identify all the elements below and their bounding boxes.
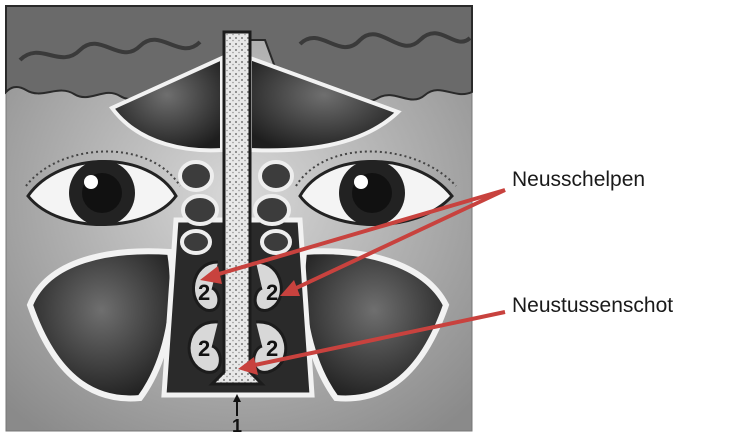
turbinate-number-left-middle: 2: [198, 280, 210, 305]
septum-number: 1: [232, 416, 242, 436]
label-septum: Neustussenschot: [512, 294, 673, 318]
turbinate-number-right-middle: 2: [266, 280, 278, 305]
turbinate-number-right-inferior: 2: [266, 336, 278, 361]
label-conchae: Neusschelpen: [512, 168, 645, 192]
turbinate-number-left-inferior: 2: [198, 336, 210, 361]
